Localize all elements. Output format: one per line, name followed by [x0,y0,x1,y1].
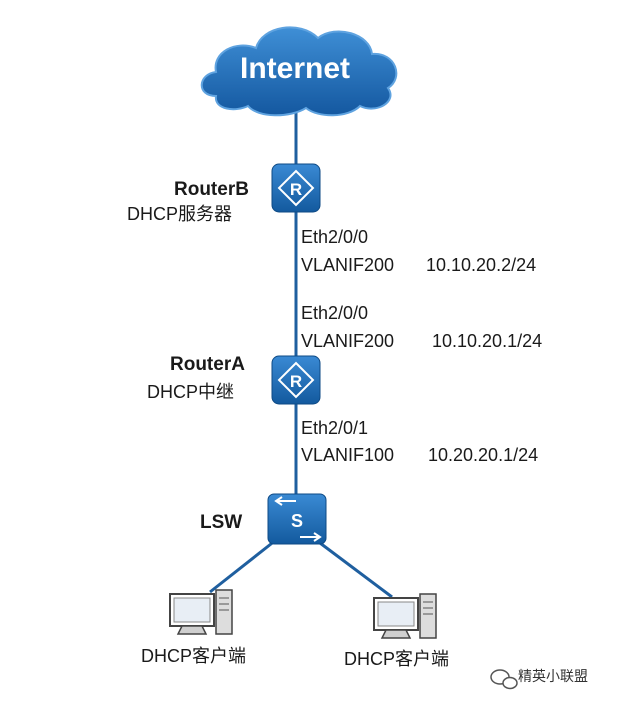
routera-role: DHCP中继 [147,382,235,402]
routera-name: RouterA [170,354,245,375]
routerb-icon: R [271,163,321,213]
link-lsw-client-right [315,538,393,599]
routera-up-ip: 10.10.20.1/24 [432,331,543,351]
client-pc-icon-right [373,593,437,639]
routera-icon-letter: R [290,372,302,391]
routerb-icon-letter: R [290,180,302,199]
internet-cloud: Internet [200,26,398,117]
routera-up-vlanif: VLANIF200 [301,331,395,351]
wechat-icon [490,669,518,690]
link-lsw-client-left [209,538,277,594]
client-label-right: DHCP客户端 [344,649,450,669]
routera-down-interface: Eth2/0/1 [301,418,369,438]
routera-down-ip: 10.20.20.1/24 [428,445,539,465]
routerb-role: DHCP服务器 [127,204,233,224]
internet-label: Internet [240,52,350,85]
routerb-name: RouterB [174,179,249,200]
routerb-ip: 10.10.20.2/24 [426,255,537,275]
client-pc-icon-left [169,589,233,635]
routerb-vlanif: VLANIF200 [301,255,395,275]
switch-icon: S [267,493,327,545]
switch-name: LSW [200,512,243,533]
switch-icon-letter: S [291,511,303,531]
watermark-text: 精英小联盟 [518,668,588,684]
routera-down-vlanif: VLANIF100 [301,445,395,465]
client-label-left: DHCP客户端 [141,646,247,666]
routera-icon: R [271,355,321,405]
routera-up-interface: Eth2/0/0 [301,303,369,323]
routerb-interface: Eth2/0/0 [301,227,369,247]
watermark: 精英小联盟 [490,666,588,686]
